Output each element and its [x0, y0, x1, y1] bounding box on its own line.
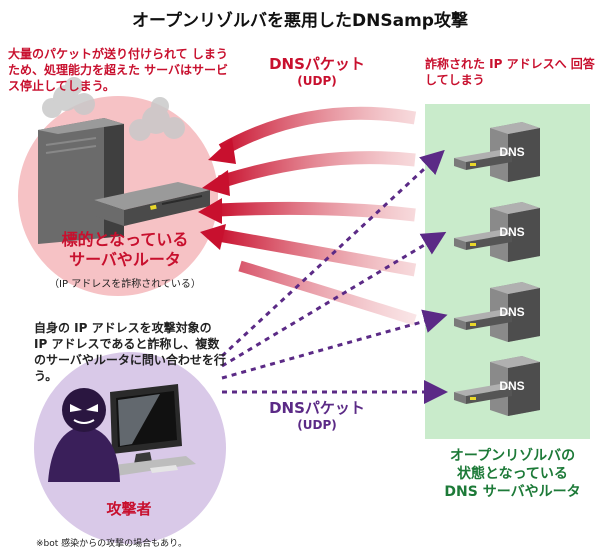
purple-arrow-1: [220, 149, 445, 358]
red-arrowhead-4: [200, 224, 226, 250]
victim-label: 標的となっている サーバやルータ: [40, 230, 210, 270]
dns-server-group-3: [454, 282, 540, 342]
red-arrowhead-3: [198, 198, 222, 224]
purple-arrow-3: [221, 309, 448, 380]
dns-packet-top-main: DNSパケット: [269, 55, 365, 73]
red-arrow-5: [238, 260, 417, 326]
computer-icon: [106, 384, 196, 476]
dns-packet-bottom-label: DNSパケット (UDP): [262, 400, 372, 434]
server-tower-icon: [38, 118, 124, 244]
red-arrow-1: [218, 106, 417, 156]
dns-server-group-2: [454, 202, 540, 262]
dns-packet-top-label: DNSパケット (UDP): [262, 56, 372, 90]
red-arrowhead-2: [202, 170, 230, 196]
purple-arrows: [220, 149, 448, 404]
victim-label-line1: 標的となっている: [61, 230, 189, 249]
purple-arrow-2: [221, 231, 447, 368]
dns-packet-bottom-sub: (UDP): [297, 418, 337, 432]
dns-packet-top-sub: (UDP): [297, 74, 337, 88]
attacker-label: 攻撃者: [106, 500, 152, 518]
red-arrows: [198, 106, 417, 326]
resolver-label: オープンリゾルバの 状態となっている DNS サーバやルータ: [425, 447, 600, 501]
red-arrow-4: [216, 228, 417, 277]
footnote: ※bot 感染からの攻撃の場合もあり。: [36, 539, 187, 549]
dns-server-label-4: DNS: [499, 379, 524, 393]
victim-note: 大量のパケットが送り付けられて しまうため、処理能力を超えた サーバはサービス停…: [8, 47, 229, 93]
resolver-label-line2: 状態となっている: [457, 466, 568, 482]
dns-server-group-1: [454, 122, 540, 182]
victim-label-line2: サーバやルータ: [69, 250, 181, 269]
dns-server-label-1: DNS: [499, 145, 524, 159]
red-arrowhead-1: [208, 138, 236, 164]
dns-server-label-2: DNS: [499, 225, 524, 239]
attacker-figure-icon: [48, 388, 120, 482]
dns-server-label-3: DNS: [499, 305, 524, 319]
dns-server-group-4: [454, 356, 540, 416]
resolver-label-line3: DNS サーバやルータ: [444, 484, 581, 500]
router-icon: [94, 182, 210, 226]
victim-sub-label: （IP アドレスを詐称されている）: [49, 279, 201, 290]
resolver-label-line1: オープンリゾルバの: [449, 448, 576, 464]
attacker-note: 自身の IP アドレスを攻撃対象の IP アドレスであると詐称し、複数のサーバや…: [34, 321, 226, 383]
dns-packet-bottom-main: DNSパケット: [269, 399, 365, 417]
reply-note: 詐称された IP アドレスへ 回答してしまう: [425, 57, 595, 87]
page-title: オープンリゾルバを悪用したDNSamp攻撃: [132, 11, 468, 31]
red-arrow-3: [217, 201, 416, 222]
smoke-icon: [42, 77, 185, 141]
red-arrow-2: [218, 151, 416, 189]
